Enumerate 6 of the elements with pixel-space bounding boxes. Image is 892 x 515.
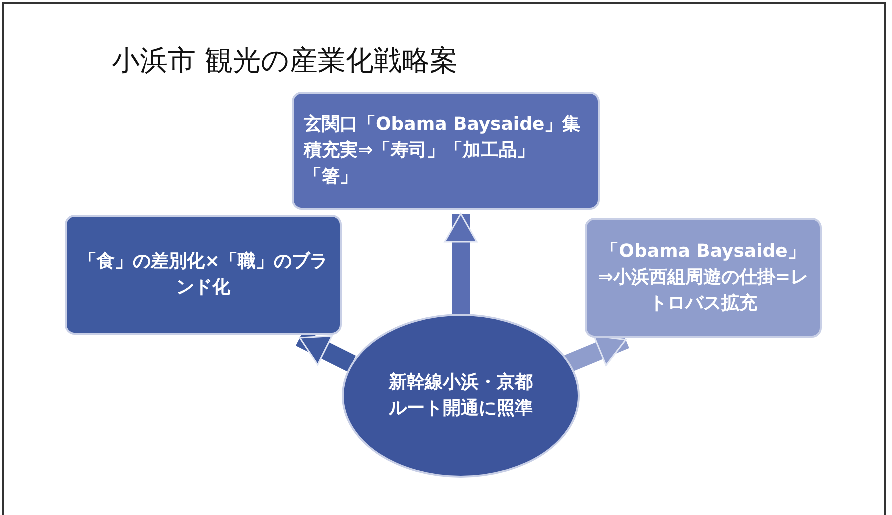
strategy-box: 「Obama Baysaide」⇒小浜西組周遊の仕掛=レトロバス拡充 bbox=[585, 218, 822, 338]
strategy-box: 「食」の差別化×「職」のブランド化 bbox=[65, 215, 342, 335]
block-arrow bbox=[444, 213, 478, 314]
strategy-box: 玄関口「Obama Baysaide」集積充実⇒「寿司」「加工品」「箸」 bbox=[292, 92, 600, 210]
title: 小浜市 観光の産業化戦略案 bbox=[112, 43, 458, 79]
goal-ellipse: 新幹線小浜・京都ルート開通に照準 bbox=[342, 314, 580, 478]
